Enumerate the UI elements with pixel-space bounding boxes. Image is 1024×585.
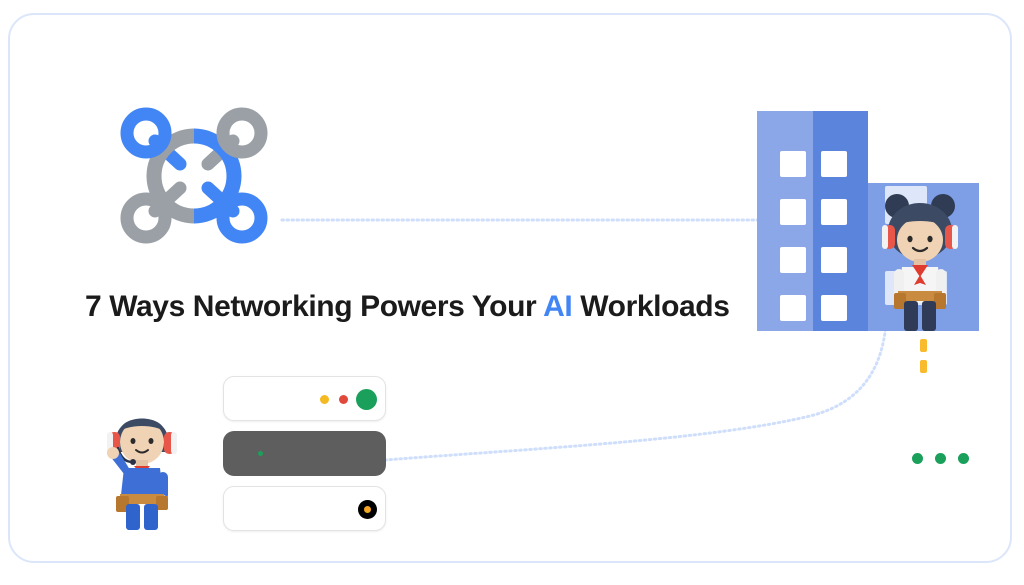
building-window (780, 247, 806, 273)
server-unit-top[interactable] (223, 376, 386, 421)
green-status-dot (935, 453, 946, 464)
server-to-building-line (383, 322, 888, 462)
server-unit-bottom[interactable] (223, 486, 386, 531)
page-title-accent: AI (543, 290, 573, 323)
building-window (780, 295, 806, 321)
building-window (821, 247, 847, 273)
server-unit-middle[interactable] (223, 431, 386, 476)
green-led (356, 389, 377, 410)
building-window (821, 199, 847, 225)
page-title-part-1: 7 Ways Networking Powers Your (85, 290, 544, 323)
network-hub-icon (120, 107, 268, 244)
page-title-part-2: Workloads (572, 290, 730, 323)
amber-status-dash (920, 339, 927, 352)
green-status-dot (958, 453, 969, 464)
engineer-avatar-building (882, 194, 958, 331)
building-window (821, 151, 847, 177)
server-rack-illustration (223, 376, 388, 531)
technician-avatar-server (107, 418, 177, 530)
building-window (821, 295, 847, 321)
page-title: 7 Ways Networking Powers Your AI Workloa… (85, 288, 730, 326)
hub-to-building-line (280, 218, 770, 222)
amber-led (320, 395, 329, 404)
green-led (258, 451, 263, 456)
power-led-core (364, 506, 371, 513)
red-led (339, 395, 348, 404)
building-window (780, 199, 806, 225)
building-window (780, 151, 806, 177)
amber-status-dash (920, 360, 927, 373)
green-status-dot (912, 453, 923, 464)
